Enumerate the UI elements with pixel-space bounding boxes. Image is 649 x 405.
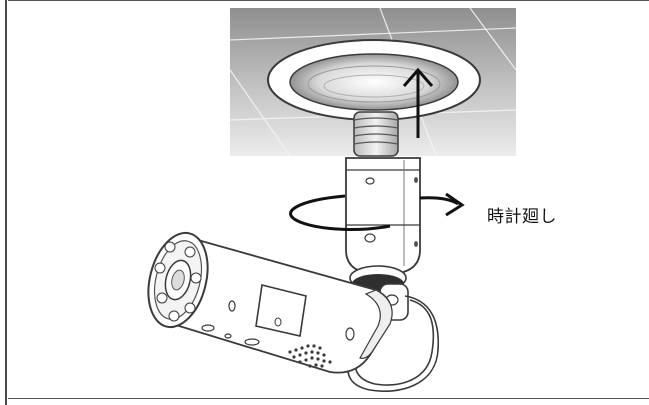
left-frame-line (5, 0, 7, 405)
adapter-body (345, 157, 421, 321)
rotation-label: 時計廻し (487, 207, 557, 227)
top-rule (8, 0, 649, 1)
ceiling-socket-icon (267, 39, 481, 121)
up-arrow-icon (402, 67, 434, 138)
clockwise-arrow-icon (289, 192, 465, 231)
cable-loop (347, 295, 440, 392)
camera-body-icon (147, 231, 393, 374)
speaker-grille (288, 344, 332, 368)
bottom-rule (8, 398, 649, 399)
screw-base (353, 111, 399, 157)
